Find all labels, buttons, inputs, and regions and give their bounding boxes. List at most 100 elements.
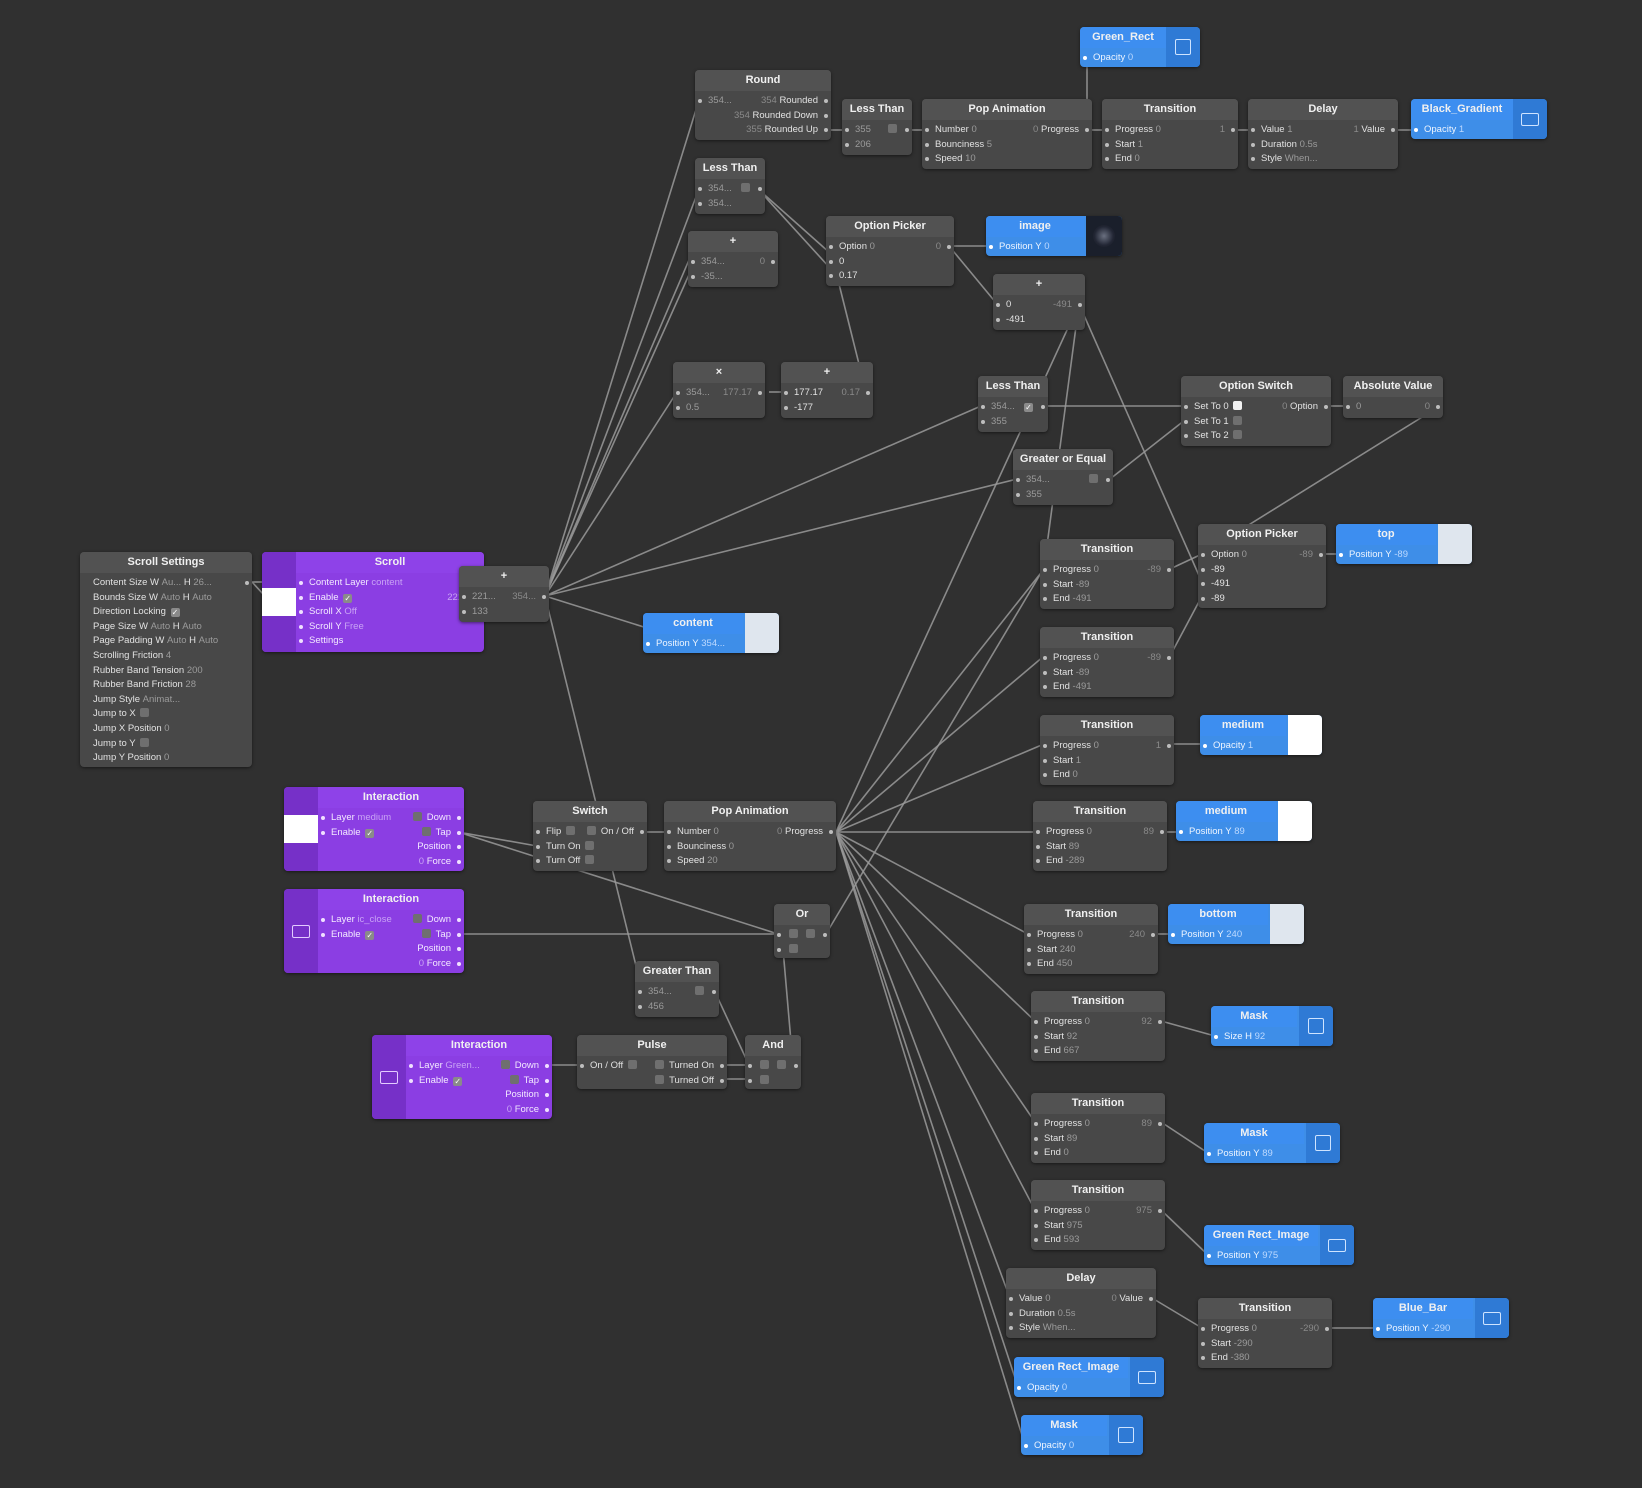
jump-to-x-row[interactable]: Jump to X: [80, 707, 252, 722]
input-row[interactable]: 354...✓: [978, 400, 1048, 415]
green-rect-image-layer[interactable]: Green Rect_Image Opacity 0: [1014, 1357, 1164, 1397]
input-row[interactable]: 0-491: [993, 298, 1085, 313]
connection-wire[interactable]: [544, 267, 693, 597]
layer-row[interactable]: Layer medium Down: [318, 811, 464, 826]
output-row[interactable]: 354 Rounded Down: [695, 109, 831, 124]
mask-layer[interactable]: Mask Opacity 0: [1021, 1415, 1143, 1455]
checkbox[interactable]: ✓: [170, 608, 180, 618]
connection-wire[interactable]: [835, 831, 1011, 1299]
black-gradient-layer[interactable]: Black_Gradient Opacity 1: [1411, 99, 1547, 139]
connection-wire[interactable]: [835, 831, 1036, 1123]
content-size-row[interactable]: Content Size W Au... H 26...: [80, 576, 252, 591]
start-row[interactable]: Start 1: [1040, 754, 1174, 769]
turn-off-row[interactable]: Turn Off: [533, 854, 647, 869]
content-layer[interactable]: content Position Y 354...: [643, 613, 779, 653]
interaction-node[interactable]: Interaction Layer medium Down Enable ✓ T…: [284, 787, 464, 871]
medium-layer[interactable]: medium Opacity 1: [1200, 715, 1322, 755]
greater-or-equal-node[interactable]: Greater or Equal 354... 355: [1013, 449, 1113, 505]
pulse-node[interactable]: Pulse On / Off Turned On Turned Off: [577, 1035, 727, 1089]
jump-x-position-row[interactable]: Jump X Position 0: [93, 722, 170, 734]
page-padding-row[interactable]: Page Padding W Auto H Auto: [93, 635, 219, 647]
position-y-row[interactable]: Position Y 354...: [643, 637, 779, 652]
input-row[interactable]: 354...354 Rounded: [695, 94, 831, 109]
connection-wire[interactable]: [835, 831, 1036, 1211]
input-row[interactable]: -177: [781, 401, 873, 416]
start-row[interactable]: Start 1: [1102, 138, 1238, 153]
enable-row[interactable]: Enable ✓221...: [296, 591, 484, 606]
and-node[interactable]: And: [745, 1035, 801, 1089]
opacity-row[interactable]: Opacity 0: [1021, 1439, 1143, 1454]
content-layer-row[interactable]: Content Layer content: [296, 576, 484, 591]
scroll-y-row[interactable]: Scroll Y Free: [296, 620, 484, 635]
opacity-row[interactable]: Opacity 0: [1014, 1381, 1164, 1396]
green-rect-image-layer[interactable]: Green Rect_Image Position Y 975: [1204, 1225, 1354, 1265]
image-layer[interactable]: image Position Y 0: [986, 216, 1122, 256]
connection-wire[interactable]: [1151, 1297, 1203, 1329]
connection-wire[interactable]: [1160, 1209, 1209, 1256]
input-row[interactable]: [774, 928, 830, 943]
checkbox[interactable]: [140, 737, 150, 747]
input-row[interactable]: 355: [1013, 488, 1113, 503]
input-row[interactable]: 456: [635, 1000, 719, 1015]
input-row[interactable]: 206: [842, 138, 912, 153]
less-than-node[interactable]: Less Than 354... 354...: [695, 158, 765, 214]
position-y-row[interactable]: Position Y -290: [1373, 1322, 1509, 1337]
force-row[interactable]: 0 Force: [318, 855, 464, 870]
connection-wire[interactable]: [457, 831, 538, 847]
connection-wire[interactable]: [825, 567, 1045, 935]
turn-on-row[interactable]: Turn On: [533, 840, 647, 855]
progress-row[interactable]: Progress 0-89: [1040, 651, 1174, 666]
end-row[interactable]: End -380: [1198, 1351, 1332, 1366]
start-row[interactable]: Start 89: [1033, 840, 1167, 855]
connection-wire[interactable]: [544, 405, 982, 597]
progress-row[interactable]: Progress 0-89: [1040, 563, 1174, 578]
force-row[interactable]: 0 Force: [406, 1103, 552, 1118]
checkbox[interactable]: ✓: [453, 1076, 463, 1086]
checkbox[interactable]: ✓: [365, 828, 375, 838]
jump-y-position-row[interactable]: Jump Y Position 0: [93, 752, 170, 764]
transition-node[interactable]: Transition Progress 0-89 Start -89 End -…: [1040, 627, 1174, 697]
direction-locking-row[interactable]: Direction Locking ✓: [93, 606, 180, 618]
input-row[interactable]: -89: [1198, 563, 1326, 578]
checkbox[interactable]: [140, 708, 150, 718]
end-row[interactable]: End 0: [1031, 1146, 1165, 1161]
input-row[interactable]: 354...: [695, 197, 765, 212]
connection-wire[interactable]: [544, 478, 1018, 597]
connection-wire[interactable]: [835, 831, 1029, 935]
on-off-row[interactable]: On / Off Turned On: [577, 1059, 727, 1074]
position-y-row[interactable]: Position Y 975: [1204, 1249, 1354, 1264]
start-row[interactable]: Start -290: [1198, 1337, 1332, 1352]
bounds-size-row[interactable]: Bounds Size W Auto H Auto: [93, 591, 212, 603]
input-row[interactable]: -35...: [688, 270, 778, 285]
input-row[interactable]: 221...354...: [459, 590, 549, 605]
settings-row[interactable]: Settings: [296, 634, 484, 649]
transition-node[interactable]: Transition Progress 0-290 Start -290 End…: [1198, 1298, 1332, 1368]
toggle[interactable]: [1233, 415, 1243, 425]
enable-row[interactable]: Enable ✓ Tap: [318, 928, 464, 943]
input-row[interactable]: 355: [978, 415, 1048, 430]
connection-wire[interactable]: [1043, 303, 1080, 569]
option-picker-node[interactable]: Option Picker Option 0-89 -89 -491 -89: [1198, 524, 1326, 608]
mask-layer[interactable]: Mask Size H 92: [1211, 1006, 1333, 1046]
layer-row[interactable]: Layer Green... Down: [406, 1059, 552, 1074]
input-row[interactable]: 354...: [635, 985, 719, 1000]
connection-wire[interactable]: [544, 595, 648, 629]
scroll-settings-node[interactable]: Scroll Settings Content Size W Au... H 2…: [80, 552, 252, 767]
add-node[interactable]: + 221...354... 133: [459, 566, 549, 622]
input-row[interactable]: 0.17: [826, 269, 954, 284]
option-switch-node[interactable]: Option Switch Set To 0 0 Option Set To 1…: [1181, 376, 1331, 446]
